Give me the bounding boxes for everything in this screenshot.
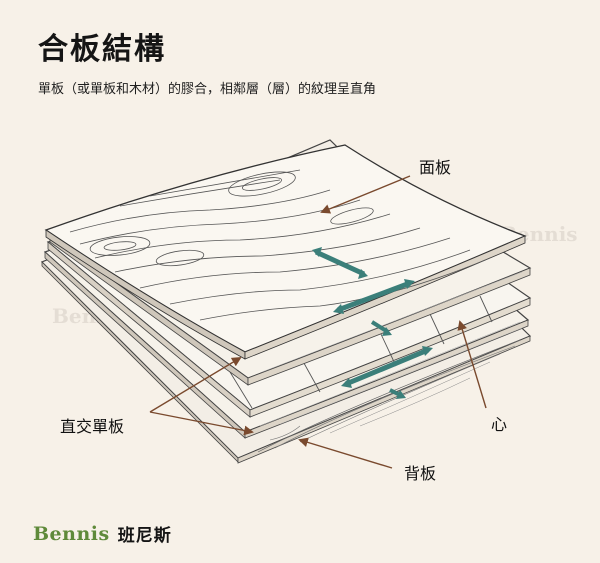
pointer-lines (149, 175, 487, 469)
back-veneer-label: 背板 (404, 464, 437, 483)
brand-logo: Bennis (33, 522, 110, 545)
cross-veneer-label: 直交單板 (60, 417, 125, 436)
face-pointer (320, 175, 411, 214)
face-veneer-label: 面板 (419, 158, 452, 177)
diagram-subtitle: 單板（或單板和木材）的膠合，相鄰層（層）的紋理呈直角 (38, 82, 377, 97)
grain-arrows (312, 247, 433, 399)
core-label: 心 (491, 415, 508, 434)
brand-name: 班尼斯 (117, 526, 172, 546)
cross-pointer-lower (149, 411, 254, 436)
arrow-head (312, 247, 322, 257)
core-pointer (457, 320, 487, 409)
brand-footer: Bennis 班尼斯 (33, 521, 172, 547)
diagram-title: 合板結構 (38, 32, 166, 67)
arrow-head (358, 269, 368, 279)
cross-pointer-upper (149, 356, 242, 413)
face-veneer-layer (44, 144, 527, 360)
back-pointer (298, 437, 393, 469)
